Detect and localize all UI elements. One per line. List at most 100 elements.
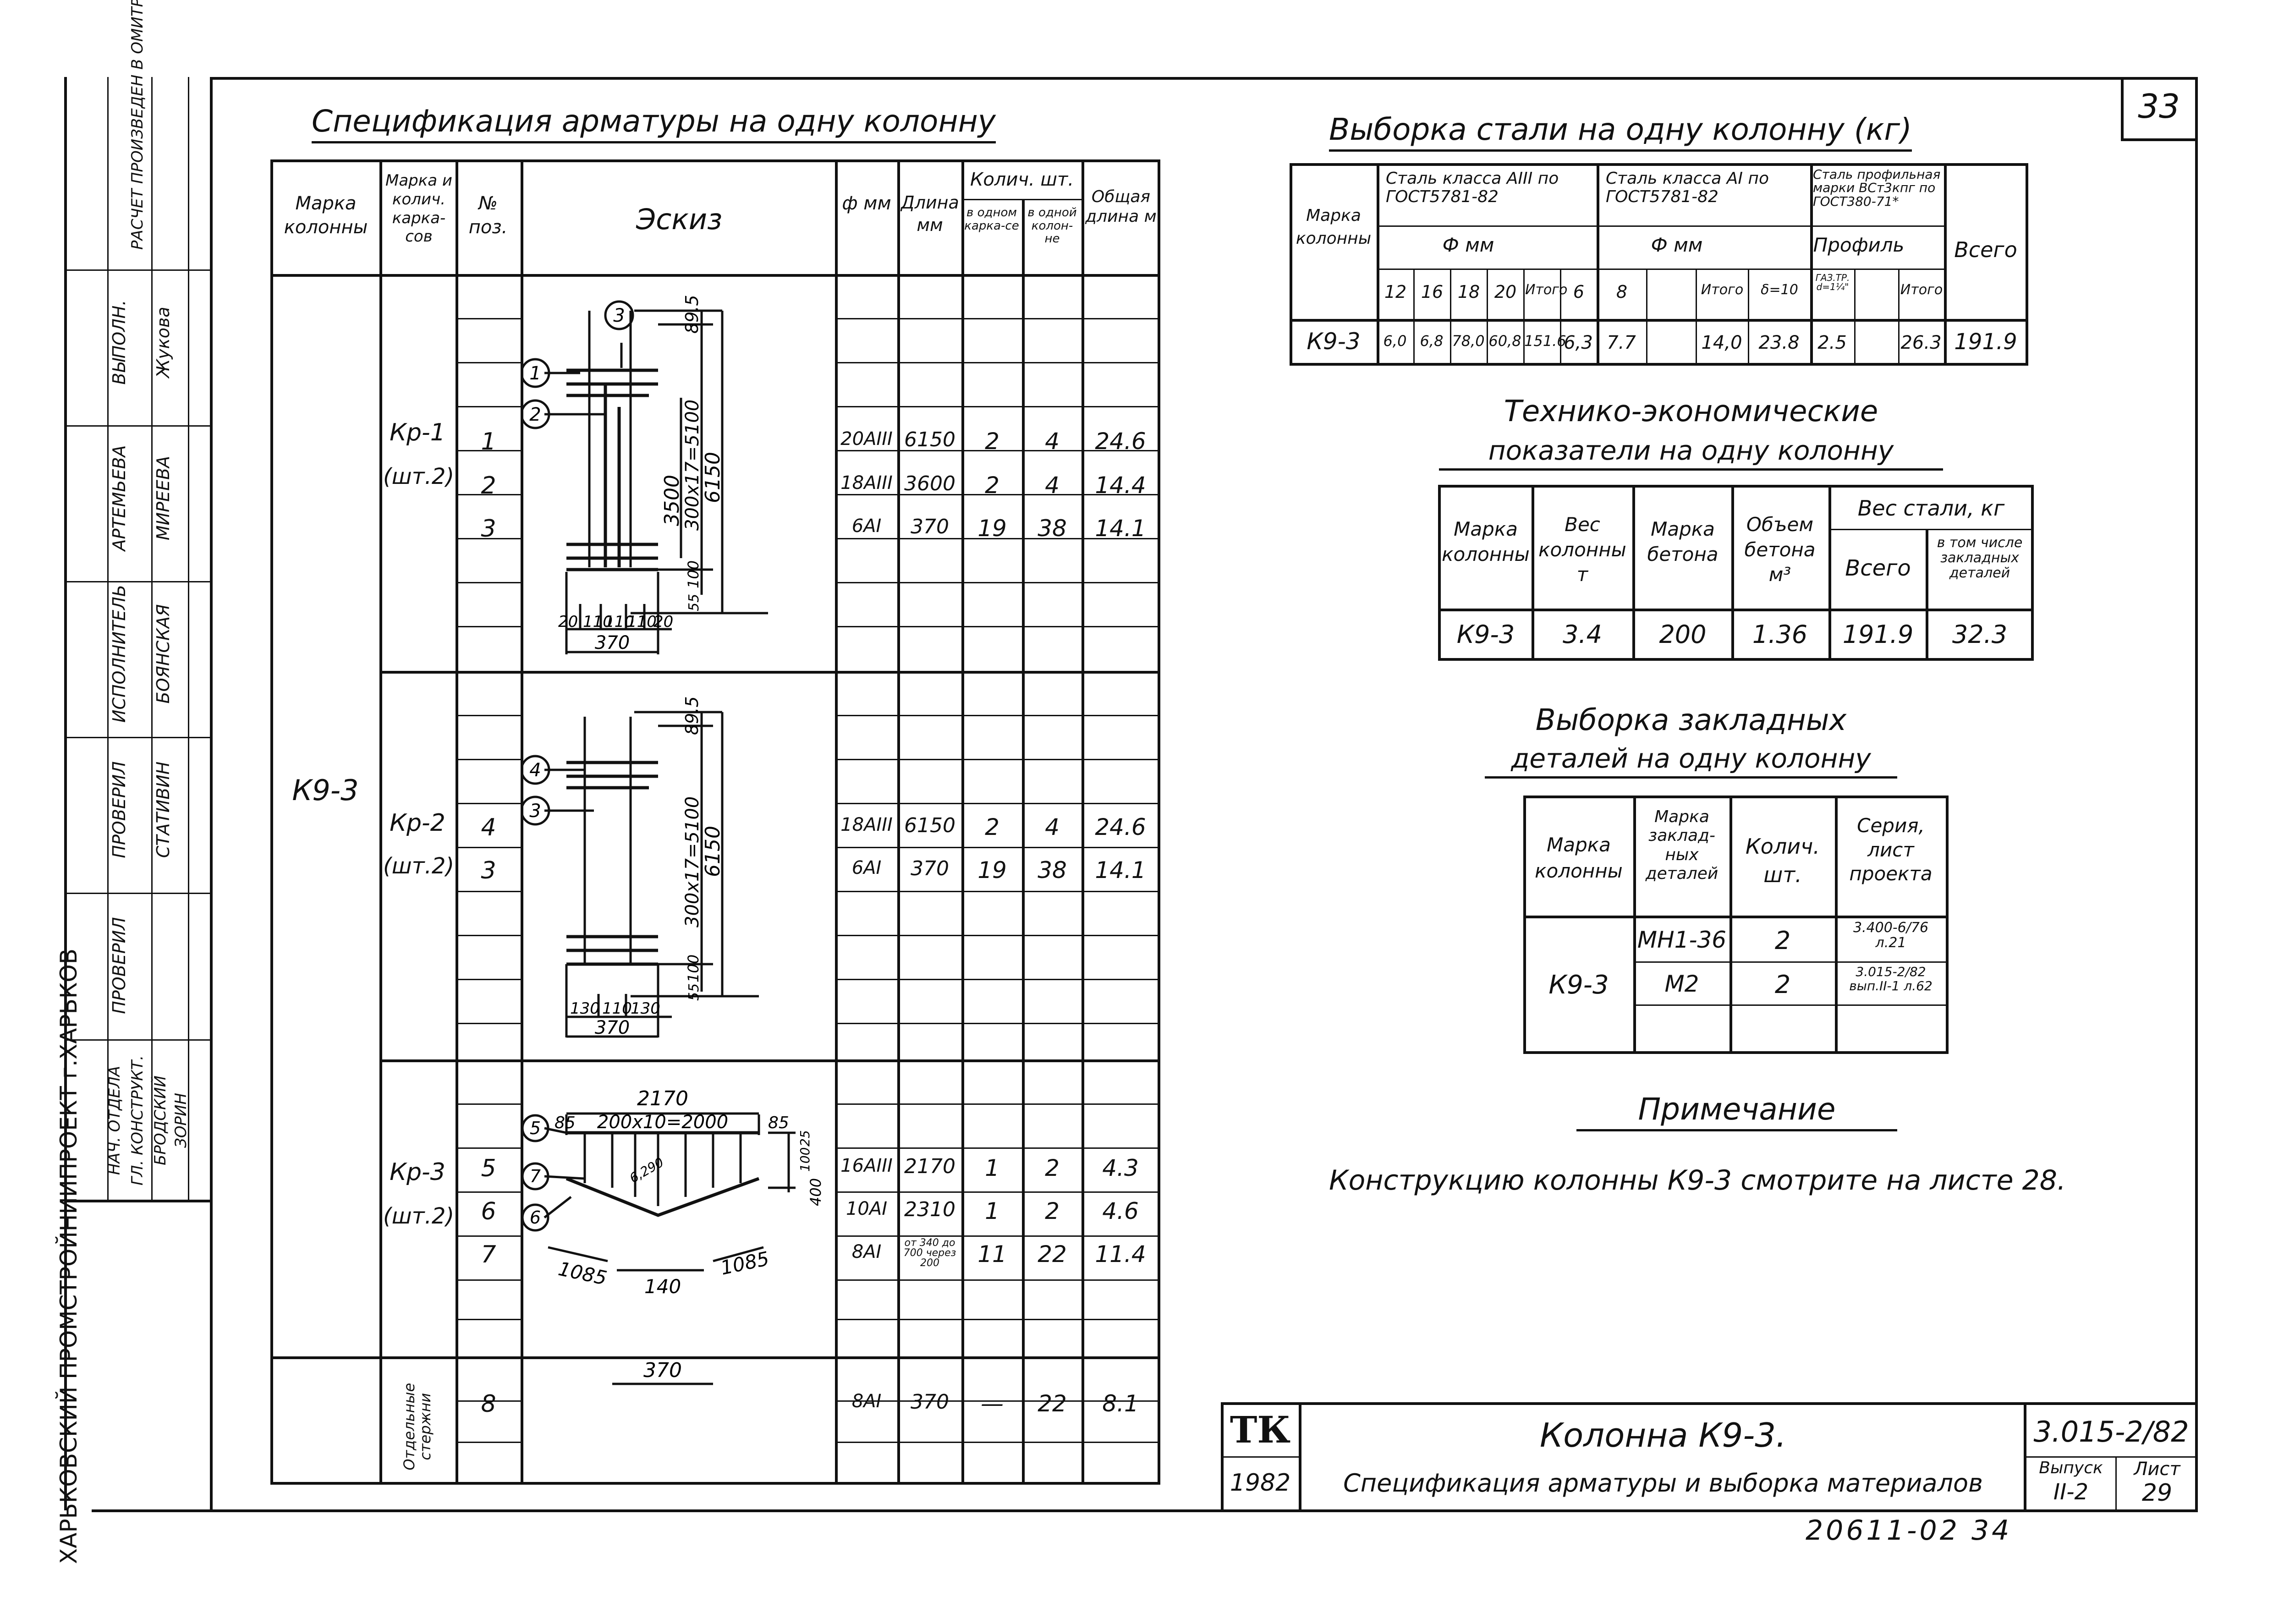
spec-cell-d: 8АI	[851, 1391, 882, 1412]
steel-h-prof: Сталь профильная марки ВСт3кпг по ГОСТ38…	[1813, 167, 1941, 209]
spec-cell-d: 20АIII	[840, 428, 893, 450]
spec-row-line	[835, 362, 1160, 363]
spec-row-line	[456, 582, 521, 583]
tech-h-steel-total: Всего	[1845, 555, 1911, 581]
frame-left	[210, 77, 213, 1510]
tb-year: 1982	[1230, 1469, 1291, 1497]
spec-cell-n2: 4	[1045, 428, 1060, 455]
spec-cell-d: 16АIII	[840, 1155, 893, 1176]
tb-vyp: II-2	[2053, 1479, 2089, 1505]
steel-col-line	[1523, 269, 1525, 365]
steel-col-line	[1696, 269, 1697, 365]
steel-col-line	[1646, 269, 1647, 365]
bottom-code: 20611-02 34	[1806, 1514, 2012, 1547]
spec-row-line	[456, 406, 521, 407]
steel-row-value: 6,8	[1420, 332, 1444, 350]
spec-row-line	[835, 1235, 1160, 1237]
staff-role-1: ГЛ. КОНСТРУКТ.	[128, 1055, 147, 1186]
h-total-len: Общая длина м	[1085, 187, 1157, 226]
spec-row-line	[835, 582, 1160, 583]
dim-89-5: 89.5	[682, 295, 702, 334]
balloon-7: 7	[530, 1166, 541, 1186]
dim3-1085a: 1085	[556, 1257, 609, 1289]
steel-sub-header: ГАЗ.ТР. d=1¼"	[1815, 272, 1850, 292]
dim2-89-5: 89.5	[682, 696, 702, 735]
h-length: Длина мм	[901, 192, 959, 236]
corner-box-bottom	[2121, 138, 2197, 141]
spec-cell-L: 8.1	[1102, 1390, 1139, 1417]
dim3-6290: 6,290	[627, 1154, 666, 1186]
spec-row-line	[456, 1235, 521, 1237]
steel-col-line	[1487, 269, 1488, 365]
dim2-55: 55	[686, 983, 702, 1001]
steel-sub-header: δ=10	[1761, 282, 1798, 298]
spec-row-line	[835, 1442, 1160, 1443]
spec-row-line	[835, 1191, 1160, 1193]
balloon-1: 1	[529, 363, 541, 384]
emb-part-1: М2	[1664, 971, 1699, 997]
dim3-1085b: 1085	[719, 1247, 771, 1279]
stamp-calc-note: РАСЧЕТ ПРОИЗВЕДЕН В ОМИТРЕ ПО ПРОГРАММЕ …	[128, 0, 147, 250]
dim2-300x17: 300х17=5100	[682, 796, 703, 927]
spec-row-line	[835, 759, 1160, 760]
tb-series: 3.015-2/82	[2033, 1415, 2189, 1448]
cage-kr3-qty: (шт.2)	[383, 1203, 455, 1229]
tech-weight: 3.4	[1563, 620, 1602, 649]
emb-table: Марка колонны Марка заклад-ных деталей К…	[1523, 796, 1949, 1054]
spec-row-line	[835, 494, 1160, 495]
dim-110a: 110	[583, 613, 613, 631]
tk-logo: ТК	[1230, 1408, 1291, 1451]
emb-qty-1: 2	[1774, 970, 1791, 999]
steel-sub-header: 12	[1384, 282, 1407, 302]
spec-row-line	[835, 979, 1160, 980]
balloon-6: 6	[530, 1207, 541, 1228]
stamp-role-5: ПРОВЕРИЛ	[109, 917, 129, 1014]
steel-row-value: 6,3	[1564, 332, 1593, 353]
spec-cell-L: 4.3	[1102, 1155, 1139, 1181]
steel-row-total: 191.9	[1954, 329, 2017, 355]
tech-h-concrete: Марка бетона	[1647, 518, 1718, 565]
spec-cell-n1: 1	[985, 1155, 999, 1181]
steel-row-value: 6,0	[1383, 332, 1407, 350]
spec-cell-len: 370	[911, 857, 949, 880]
spec-cell-n1: 2	[985, 814, 999, 840]
emb-series-1: 3.015-2/82 вып.II-1 л.62	[1849, 964, 1933, 993]
spec-cell-d: 8АI	[851, 1241, 882, 1262]
tech-volume: 1.36	[1752, 620, 1808, 649]
stamp-role-1: ВЫПОЛН.	[109, 300, 129, 385]
spec-cell-pos: 3	[481, 515, 496, 543]
frame-top	[210, 77, 2197, 80]
dim-110b: 110	[604, 613, 634, 631]
balloon-4: 4	[529, 760, 541, 781]
frame-right	[2195, 77, 2198, 1510]
spec-row-line	[456, 1147, 521, 1149]
spec-cell-n2: 4	[1045, 472, 1060, 499]
title-block: ТК 1982 Колонна К9-3. Спецификация армат…	[1221, 1402, 2198, 1512]
spec-row-line	[835, 626, 1160, 627]
spec-row-line	[456, 715, 521, 716]
tech-h-mark: Марка колонны	[1442, 518, 1530, 565]
steel-h-fmm2: Ф мм	[1651, 234, 1703, 256]
spec-cell-len: 2170	[904, 1155, 955, 1178]
steel-col-line	[1854, 269, 1856, 365]
spec-row-line	[456, 1319, 521, 1320]
stamp-name-1: Жукова	[153, 307, 173, 378]
tb-list-label: Лист	[2134, 1459, 2180, 1480]
spec-row-line	[835, 1103, 1160, 1105]
sketch-kr2: 4 3 89.5 300х17=5100 6150 100 55 130 110…	[521, 696, 759, 1038]
spec-cell-len: 6150	[904, 814, 955, 837]
dim2-370: 370	[595, 1017, 630, 1038]
spec-cell-pos: 5	[481, 1155, 496, 1182]
dim-20a: 20	[558, 613, 578, 631]
spec-cell-L: 14.4	[1095, 472, 1146, 499]
steel-sub-header: 16	[1421, 282, 1444, 302]
steel-sub-header: 6	[1573, 282, 1585, 302]
spec-cell-len: 370	[911, 1390, 949, 1414]
dim-110c: 110	[627, 613, 657, 631]
spec-row-line	[456, 1442, 521, 1443]
steel-sub-header: 18	[1457, 282, 1480, 302]
spec-cell-n1: 11	[977, 1241, 1007, 1267]
tech-h-steel-emb: в том числе закладных деталей	[1937, 535, 2023, 581]
steel-h-fmm: Ф мм	[1442, 234, 1494, 256]
